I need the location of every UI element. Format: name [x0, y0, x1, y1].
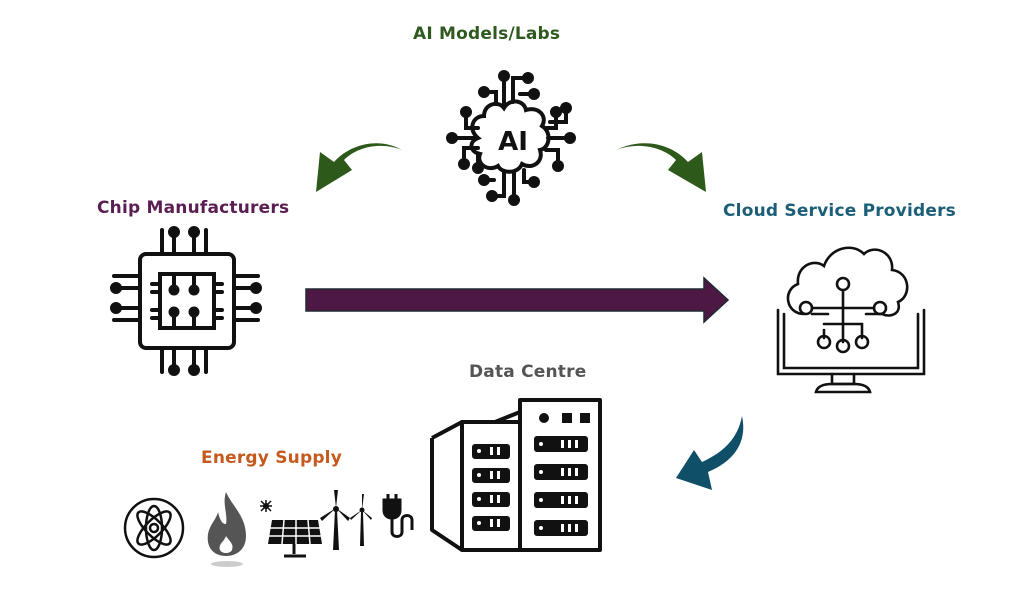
microchip-icon: [108, 226, 264, 376]
cloud-computer-icon: [774, 226, 928, 394]
data-centre-label: Data Centre: [469, 362, 587, 382]
ai-brain-icon: AI: [438, 68, 588, 208]
wind-turbine-icon: [318, 488, 374, 552]
arrow-cloud-to-datacentre: [672, 414, 752, 496]
arrow-ai-to-chip: [312, 140, 412, 196]
energy-supply-label: Energy Supply: [201, 448, 342, 468]
ai-labs-label: AI Models/Labs: [413, 24, 561, 44]
electric-plug-icon: [382, 492, 422, 540]
gas-flame-icon: [204, 490, 250, 568]
ai-badge-text: AI: [498, 127, 528, 157]
nuclear-icon: [122, 496, 186, 560]
arrow-chip-to-cloud: [304, 276, 730, 326]
chip-manufacturers-label: Chip Manufacturers: [97, 198, 290, 218]
solar-panel-icon: [256, 498, 324, 560]
cloud-providers-label: Cloud Service Providers: [723, 201, 956, 221]
arrow-ai-to-cloud: [612, 140, 712, 196]
server-building-icon: [428, 396, 604, 554]
